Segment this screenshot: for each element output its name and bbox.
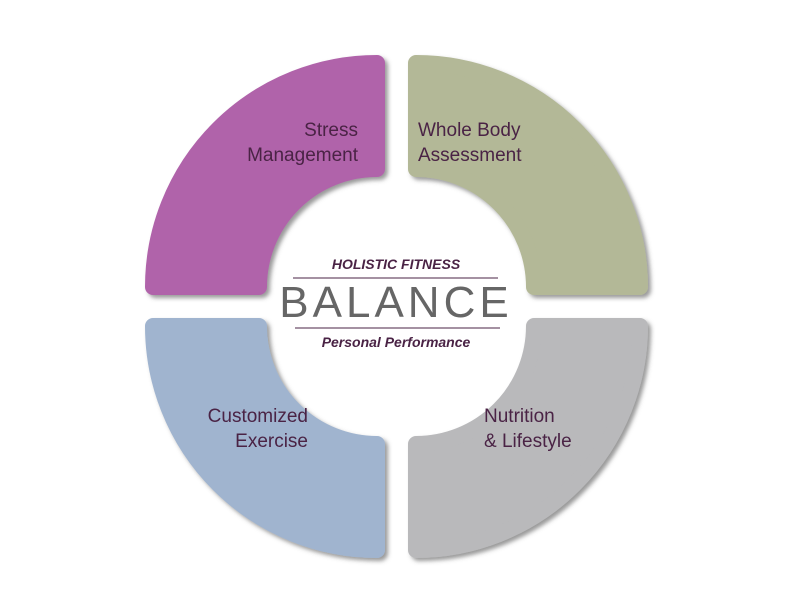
label-line: Nutrition: [484, 406, 555, 427]
quadrant-nutrition: [408, 318, 648, 558]
label-line: Management: [247, 145, 358, 166]
label-line: Customized: [207, 406, 308, 427]
subtitle-holistic-fitness: HOLISTIC FITNESS: [331, 256, 461, 272]
label-nutrition-lifestyle: Nutrition & Lifestyle: [484, 404, 572, 454]
label-line: Stress: [304, 120, 358, 141]
label-stress-management: Stress Management: [247, 118, 358, 168]
label-whole-body-assessment: Whole Body Assessment: [418, 118, 521, 168]
quadrant-whole-body: [408, 55, 648, 295]
quadrant-stress: [145, 55, 385, 295]
quadrant-exercise: [145, 318, 385, 558]
label-customized-exercise: Customized Exercise: [208, 404, 308, 454]
label-line: Whole Body: [418, 120, 521, 141]
subtitle-personal-performance: Personal Performance: [321, 334, 471, 350]
label-line: & Lifestyle: [484, 431, 572, 452]
label-line: Exercise: [235, 431, 308, 452]
title-balance: BALANCE: [279, 278, 513, 327]
label-line: Assessment: [418, 145, 522, 166]
